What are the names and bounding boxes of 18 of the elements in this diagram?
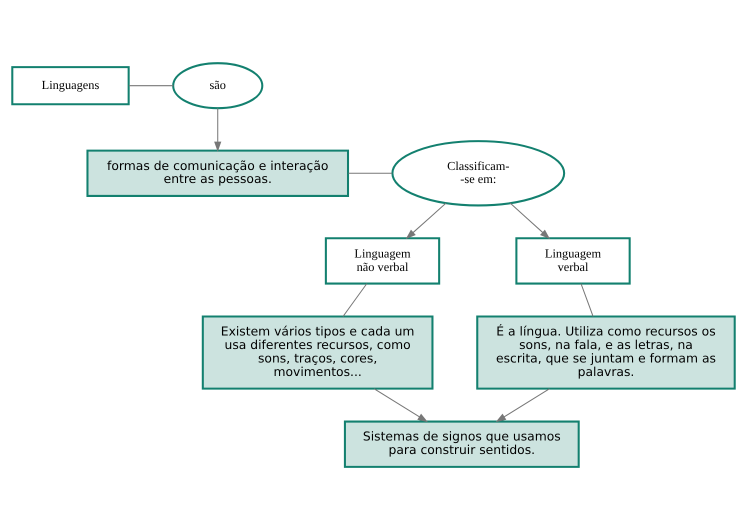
node-ellipse: são (172, 62, 264, 110)
node-box: Sistemas de signos que usamos para construir sentidos. (344, 420, 580, 468)
arrow (374, 388, 428, 422)
connector (342, 283, 368, 317)
arrow (214, 108, 222, 152)
node-box: formas de comunicação e interação entre as pessoas. (86, 150, 350, 197)
connector (580, 283, 594, 317)
arrow (510, 202, 550, 240)
node-box: Linguagem verbal (515, 237, 631, 285)
connector (348, 172, 392, 174)
node-box: Existem vários tipos e cada um usa diferentes recursos, como sons, traços, cores, movimentos... (202, 316, 434, 390)
node-ellipse: Classificam- -se em: (391, 140, 566, 206)
arrow (406, 202, 446, 240)
node-box: É a língua. Utiliza como recursos os sons, na fala, e as letras, na escrita, que se juntam e formam as palavras. (476, 316, 736, 390)
node-box: Linguagem não verbal (324, 237, 440, 285)
connector (128, 85, 174, 86)
arrow (496, 388, 550, 422)
node-box: Linguagens (11, 66, 130, 106)
